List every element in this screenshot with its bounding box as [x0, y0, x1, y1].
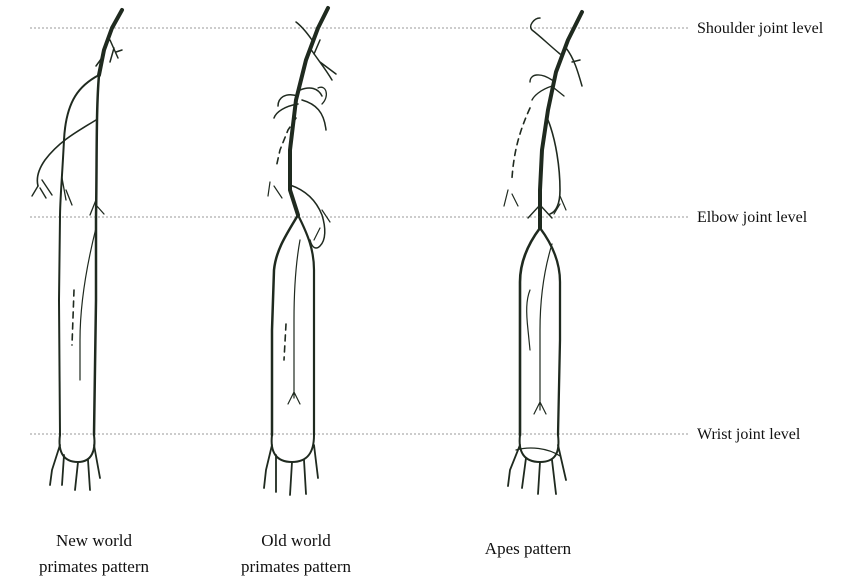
new-world-caption-line2: primates pattern — [39, 557, 149, 576]
old-world-arm-drawing — [264, 8, 336, 495]
old-world-caption-line1: Old world — [261, 531, 331, 550]
shoulder-level-label: Shoulder joint level — [697, 20, 824, 37]
apes-caption: Apes pattern — [485, 539, 572, 558]
new-world-caption-line1: New world — [56, 531, 133, 550]
new-world-arm-drawing — [32, 10, 122, 490]
wrist-level-label: Wrist joint level — [697, 426, 801, 443]
apes-arm-drawing — [504, 12, 582, 494]
old-world-caption-line2: primates pattern — [241, 557, 351, 576]
elbow-level-label: Elbow joint level — [697, 209, 808, 226]
